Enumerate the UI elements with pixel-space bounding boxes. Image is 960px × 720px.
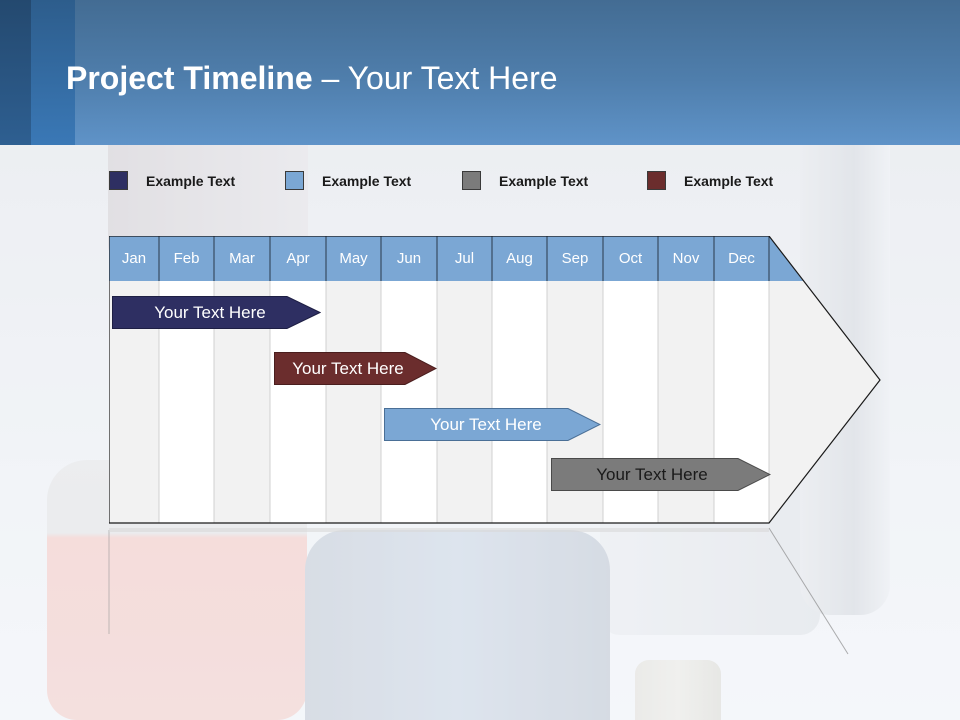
month-jun: Jun <box>396 250 422 267</box>
arrow-shape <box>274 352 437 385</box>
legend-label: Example Text <box>146 172 236 189</box>
legend-item: Example Text <box>109 171 235 190</box>
banner-stripe <box>31 0 75 145</box>
task-bar-light-blue[interactable]: Your Text Here <box>384 408 601 441</box>
month-feb: Feb <box>173 250 200 267</box>
month-mar: Mar <box>229 250 255 267</box>
task-bar-maroon[interactable]: Your Text Here <box>274 352 437 385</box>
arrow-shape <box>384 408 601 441</box>
task-label: Your Text Here <box>596 464 708 484</box>
timeline-reflection <box>108 527 849 655</box>
legend-label: Example Text <box>322 172 412 189</box>
title-rest: – Your Text Here <box>312 60 558 96</box>
legend-label: Example Text <box>684 172 774 189</box>
task-label: Your Text Here <box>430 414 542 434</box>
month-apr: Apr <box>286 250 310 267</box>
month-jul: Jul <box>454 250 475 267</box>
legend-label: Example Text <box>499 172 589 189</box>
legend-swatch-gray <box>462 171 481 190</box>
legend-item: Example Text <box>647 171 773 190</box>
title-bold: Project Timeline <box>66 60 313 96</box>
legend-item: Example Text <box>285 171 411 190</box>
legend-swatch-light-blue <box>285 171 304 190</box>
month-may: May <box>339 250 368 267</box>
legend-item: Example Text <box>462 171 588 190</box>
arrow-shape <box>551 458 771 491</box>
blue-jar-shape <box>305 530 610 720</box>
banner-stripe <box>0 0 31 145</box>
month-dec: Dec <box>728 250 755 267</box>
month-jan: Jan <box>121 250 147 267</box>
legend-swatch-maroon <box>647 171 666 190</box>
month-sep: Sep <box>561 250 589 267</box>
task-label: Your Text Here <box>154 302 266 322</box>
arrow-shape <box>112 296 321 329</box>
vial-shape <box>635 660 721 720</box>
page-title: Project Timeline – Your Text Here <box>66 60 558 97</box>
task-label: Your Text Here <box>292 358 404 378</box>
task-bar-gray[interactable]: Your Text Here <box>551 458 771 491</box>
task-bar-navy[interactable]: Your Text Here <box>112 296 321 329</box>
month-aug: Aug <box>506 250 533 267</box>
month-nov: Nov <box>672 250 700 267</box>
title-banner: Project Timeline – Your Text Here <box>0 0 960 145</box>
legend-swatch-navy <box>109 171 128 190</box>
month-oct: Oct <box>618 250 643 267</box>
